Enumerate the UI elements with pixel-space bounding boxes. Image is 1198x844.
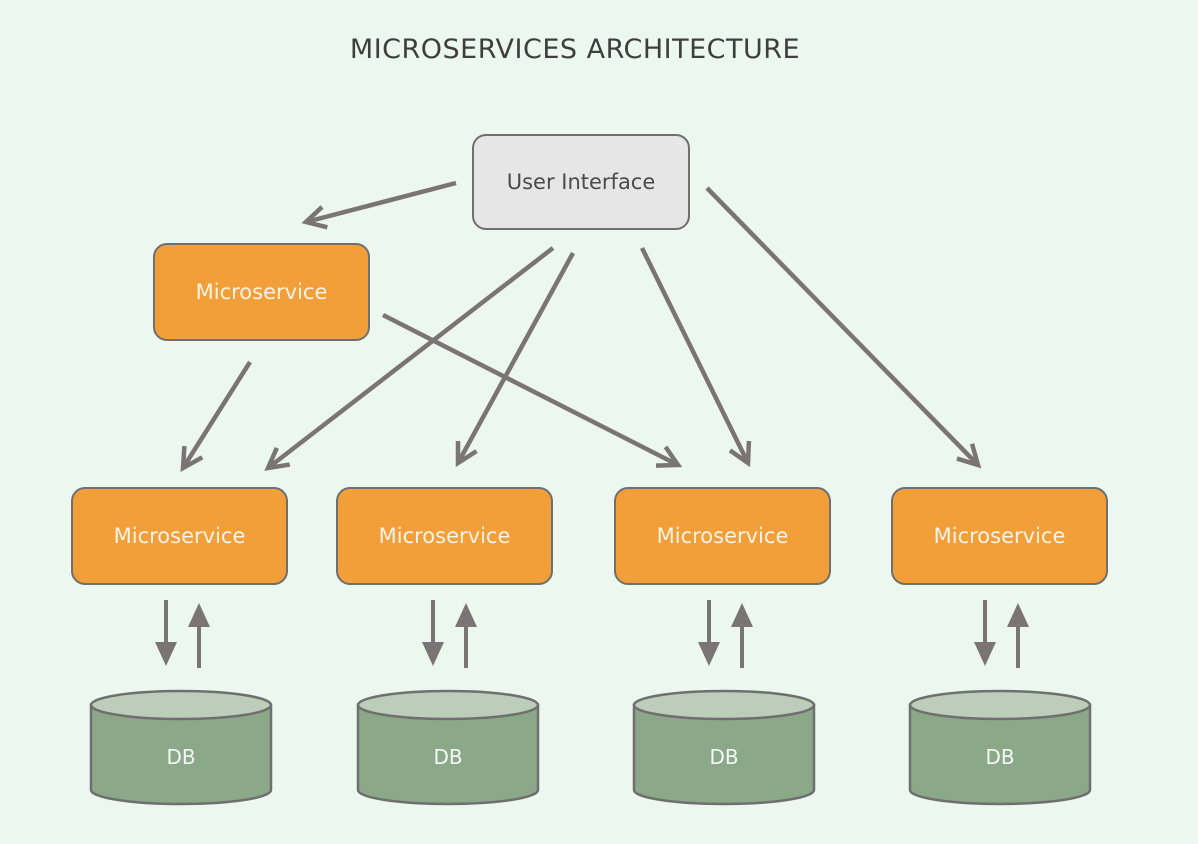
microservice-top-node[interactable]: Microservice	[153, 243, 370, 341]
db-label-3: DB	[709, 745, 739, 769]
up-arrow-icon	[1007, 603, 1029, 627]
edge-arrow	[639, 247, 752, 468]
microservice-node-4[interactable]: Microservice	[891, 487, 1108, 585]
db-label-2: DB	[433, 745, 463, 769]
database-cylinder-icon[interactable]	[908, 689, 1092, 806]
edge-arrow	[381, 312, 683, 468]
edge-arrow	[455, 251, 575, 468]
arrowhead-icon	[655, 445, 683, 468]
edge-arrow	[180, 360, 252, 472]
db-label-4: DB	[985, 745, 1015, 769]
microservice-label: Microservice	[195, 280, 328, 304]
edge-line	[266, 246, 555, 470]
microservice-label: Microservice	[933, 524, 1066, 548]
arrowhead-icon	[264, 446, 291, 471]
microservice-node-2[interactable]: Microservice	[336, 487, 553, 585]
up-arrow-icon	[731, 603, 753, 627]
bidirectional-arrow	[155, 600, 210, 668]
user-interface-node[interactable]: User Interface	[472, 134, 690, 230]
arrowhead-icon	[956, 443, 982, 469]
bidirectional-arrow	[698, 600, 753, 668]
db-top	[89, 689, 273, 721]
bidirectional-arrow	[974, 600, 1029, 668]
arrowhead-icon	[728, 440, 752, 468]
db-body	[908, 703, 1092, 806]
db-top	[632, 689, 816, 721]
edge-line	[456, 251, 575, 465]
db-top	[356, 689, 540, 721]
edge-arrow	[705, 186, 982, 469]
edge-line	[181, 360, 252, 470]
edge-line	[305, 180, 457, 225]
down-arrow-icon	[422, 642, 444, 666]
edge-line	[381, 312, 680, 468]
microservice-node-1[interactable]: Microservice	[71, 487, 288, 585]
db-body	[356, 703, 540, 806]
down-arrow-icon	[155, 642, 177, 666]
database-cylinder-icon[interactable]	[632, 689, 816, 806]
arrowhead-icon	[301, 205, 328, 230]
db-body	[89, 703, 273, 806]
bidirectional-arrow	[422, 600, 477, 668]
up-arrow-icon	[455, 603, 477, 627]
up-arrow-icon	[188, 603, 210, 627]
microservice-label: Microservice	[113, 524, 246, 548]
database-cylinder-icon[interactable]	[89, 689, 273, 806]
db-top	[908, 689, 1092, 721]
edge-line	[705, 186, 980, 467]
edge-arrow	[301, 180, 457, 230]
db-label-1: DB	[166, 745, 196, 769]
edge-arrow	[264, 246, 555, 471]
user-interface-label: User Interface	[506, 170, 656, 194]
down-arrow-icon	[974, 642, 996, 666]
database-cylinder-icon[interactable]	[356, 689, 540, 806]
microservice-label: Microservice	[378, 524, 511, 548]
microservice-label: Microservice	[656, 524, 789, 548]
microservice-node-3[interactable]: Microservice	[614, 487, 831, 585]
diagram-title: MICROSERVICES ARCHITECTURE	[349, 34, 801, 65]
arrowhead-icon	[180, 445, 204, 472]
arrowhead-icon	[455, 440, 478, 468]
edge-line	[639, 247, 751, 464]
down-arrow-icon	[698, 642, 720, 666]
db-body	[632, 703, 816, 806]
